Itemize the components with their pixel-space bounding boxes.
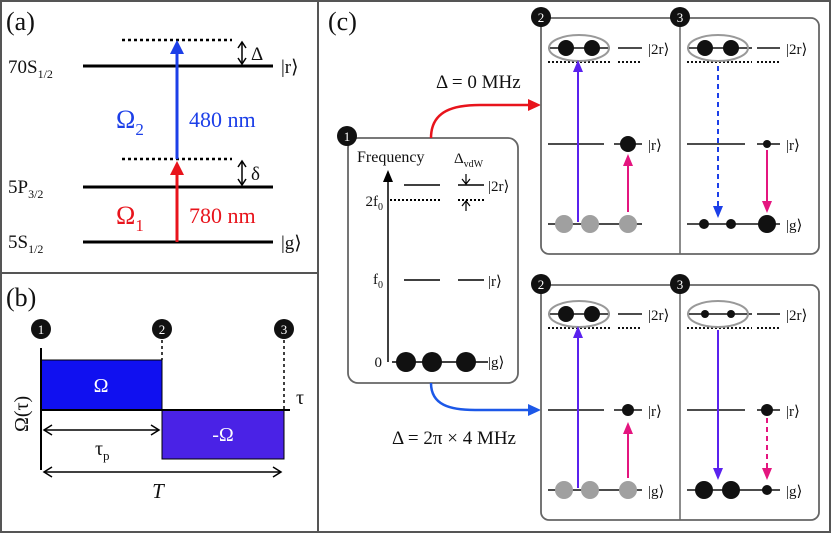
frequency-box [347, 137, 519, 384]
svg-text:2: 2 [159, 322, 166, 337]
step-marker-bottom-2: 2 [531, 274, 551, 294]
red-transition-arrow [170, 161, 184, 242]
svg-text:|r⟩: |r⟩ [648, 138, 662, 154]
svg-text:|g⟩: |g⟩ [648, 484, 664, 500]
detuning-bottom-label: Δ = 2π × 4 MHz [392, 428, 516, 449]
panel-c-label: (c) [328, 7, 357, 36]
period-arrow [42, 466, 283, 478]
svg-text:1: 1 [38, 322, 45, 337]
panel-b: (b) 1 2 3 Ω -Ω τ Ω(τ) τp [6, 283, 304, 503]
wavelength-780: 780 nm [189, 203, 256, 228]
tau-p-arrow [42, 424, 161, 436]
tau-p-label: τp [95, 438, 110, 463]
pulse-positive-label: Ω [94, 375, 109, 397]
level-label-5p: 5P3/2 [8, 177, 43, 201]
freq-ket-r: |r⟩ [488, 274, 502, 290]
step-marker-bottom-3: 3 [670, 274, 690, 294]
svg-text:2: 2 [538, 10, 545, 25]
panel-a-label: (a) [6, 7, 35, 36]
step-marker-top-2: 2 [531, 7, 551, 27]
x-axis-label: τ [296, 387, 304, 409]
panel-b-label: (b) [6, 283, 36, 312]
svg-text:|g⟩: |g⟩ [786, 484, 802, 500]
detuning-arrow-small [237, 159, 247, 187]
freq-box-marker: 1 [337, 126, 357, 146]
svg-text:1: 1 [344, 129, 351, 144]
svg-text:|r⟩: |r⟩ [786, 404, 800, 420]
detuning-big-label: Δ [251, 44, 263, 65]
omega1-label: Ω1 [116, 201, 144, 235]
frequency-axis-arrowhead [383, 170, 393, 182]
marker-1: 1 [31, 319, 51, 339]
pulse-negative [161, 409, 285, 460]
freq-ket-g: |g⟩ [488, 355, 504, 371]
svg-text:|r⟩: |r⟩ [648, 404, 662, 420]
blue-transition-arrow [170, 40, 184, 159]
branch-arrow-bottom [429, 382, 530, 412]
omega2-label: Ω2 [116, 105, 144, 139]
ket-g: |g⟩ [281, 233, 302, 254]
svg-text:2: 2 [538, 277, 545, 292]
pair-ellipse [548, 34, 610, 62]
detuning-small-label: δ [251, 164, 260, 185]
detuning-arrow-big [237, 40, 247, 66]
y-axis-label: Ω(τ) [11, 396, 33, 432]
vdw-arrows [461, 174, 471, 211]
atom-ground-3 [456, 352, 476, 372]
vdw-label: ΔvdW [454, 151, 484, 170]
pulse-negative-label: -Ω [212, 424, 234, 446]
tick-f0: f0 [373, 272, 383, 291]
marker-2: 2 [152, 319, 172, 339]
step-marker-top-3: 3 [670, 7, 690, 27]
marker-3: 3 [274, 319, 294, 339]
svg-text:3: 3 [281, 322, 288, 337]
wavelength-480: 480 nm [189, 107, 256, 132]
svg-text:|r⟩: |r⟩ [786, 138, 800, 154]
svg-text:3: 3 [677, 10, 684, 25]
svg-text:3: 3 [677, 277, 684, 292]
ket-r: |r⟩ [281, 57, 299, 78]
freq-ket-2r: |2r⟩ [488, 179, 509, 195]
branch-arrow-top [429, 103, 530, 139]
svg-text:|2r⟩: |2r⟩ [786, 42, 807, 58]
tick-2f0: 2f0 [366, 194, 384, 213]
detuning-top-label: Δ = 0 MHz [436, 72, 521, 93]
svg-text:|2r⟩: |2r⟩ [648, 308, 669, 324]
panel-a: (a) 70S1/2 5P3/2 5S1/2 |r⟩ |g⟩ Δ δ [6, 7, 302, 256]
period-label: T [152, 479, 165, 503]
panel-c: (c) 1 Frequency 2f0 f0 0 ΔvdW |2r⟩ |r⟩ |… [328, 7, 820, 521]
level-label-70s: 70S1/2 [8, 57, 53, 81]
svg-text:|2r⟩: |2r⟩ [786, 308, 807, 324]
svg-text:|g⟩: |g⟩ [786, 218, 802, 234]
level-label-5s: 5S1/2 [8, 232, 43, 256]
frequency-axis-title: Frequency [357, 149, 425, 166]
tick-zero: 0 [375, 355, 383, 371]
svg-text:|2r⟩: |2r⟩ [648, 42, 669, 58]
atom-ground-1 [396, 352, 416, 372]
atom-ground-2 [422, 352, 442, 372]
